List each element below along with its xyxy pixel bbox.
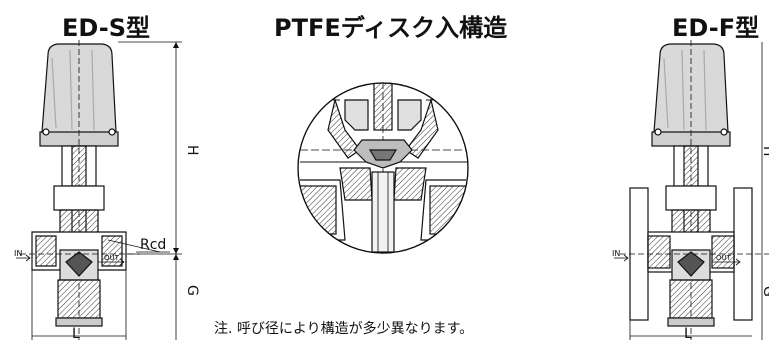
ed-s-rcd-label: Rcd <box>140 237 166 253</box>
ed-f-valve-drawing <box>614 40 769 340</box>
ed-s-l-dimension: L <box>72 326 80 340</box>
ed-s-h-dimension: H <box>184 145 200 156</box>
ed-f-out-label: OUT <box>716 254 732 262</box>
ed-s-title: ED-S型 <box>62 14 151 42</box>
structure-note: 注. 呼び径により構造が多少異なります。 <box>214 321 474 337</box>
ed-s-valve-drawing <box>16 40 182 340</box>
ed-s-g-dimension: G <box>184 285 200 296</box>
ed-f-g-dimension: G <box>760 286 769 297</box>
ed-f-title: ED-F型 <box>672 14 760 42</box>
ed-s-in-label: IN <box>14 249 22 258</box>
ed-f-in-label: IN <box>612 249 620 258</box>
ed-f-l-dimension: L <box>684 326 692 340</box>
ed-s-out-label: OUT <box>104 254 120 262</box>
ptfe-title: PTFEディスク入構造 <box>274 14 508 42</box>
ptfe-detail-drawing <box>297 82 469 254</box>
ed-f-h-dimension: H <box>760 146 769 157</box>
